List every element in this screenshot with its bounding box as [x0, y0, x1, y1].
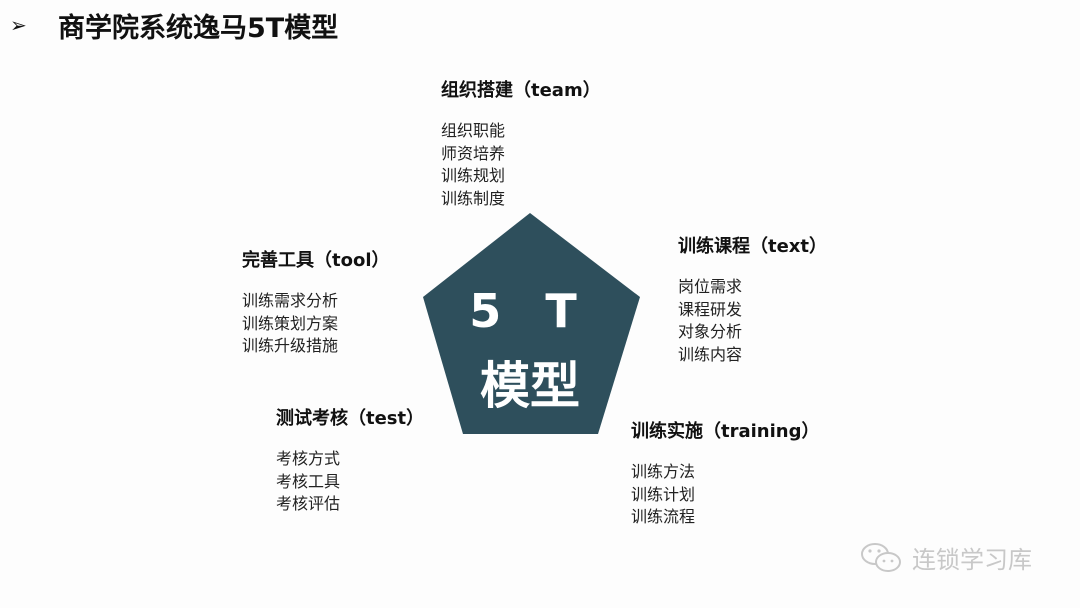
- list-item: 训练规划: [441, 166, 506, 185]
- block-training: 训练实施（training） 训练方法 训练计划 训练流程: [631, 417, 819, 529]
- block-test: 测试考核（test） 考核方式 考核工具 考核评估: [276, 404, 424, 516]
- wechat-icon: [861, 542, 901, 572]
- list-item: 训练方法: [631, 462, 696, 481]
- block-title: 完善工具（tool）: [242, 250, 390, 271]
- list-item: 考核方式: [276, 449, 341, 468]
- header: ➢ 商学院系统逸马5T模型: [10, 5, 338, 45]
- list-item: 训练制度: [441, 188, 506, 208]
- block-title: 组织搭建（team）: [441, 80, 601, 101]
- list-item: 课程研发: [678, 299, 743, 319]
- list-item: 训练流程: [631, 507, 696, 526]
- list-item: 训练升级措施: [242, 336, 339, 355]
- list-item: 考核评估: [276, 494, 341, 513]
- list-item: 组织职能: [441, 121, 506, 140]
- list-item: 训练需求分析: [242, 291, 339, 310]
- block-team: 组织搭建（team） 组织职能 师资培养 训练规划 训练制度: [441, 76, 601, 210]
- list-item: 训练内容: [678, 344, 743, 364]
- list-item: 考核工具: [276, 471, 341, 491]
- block-title: 训练课程（text）: [678, 236, 828, 257]
- watermark-text: 连锁学习库: [912, 546, 1032, 574]
- block-title: 训练实施（training）: [631, 421, 820, 442]
- page-title: 商学院系统逸马5T模型: [58, 12, 339, 44]
- block-title: 测试考核（test）: [276, 408, 425, 429]
- center-label-5t: 5 T: [469, 284, 591, 338]
- list-item: 师资培养: [441, 143, 506, 163]
- list-item: 岗位需求: [678, 277, 743, 296]
- list-item: 训练策划方案: [242, 313, 339, 333]
- list-item: 对象分析: [678, 322, 743, 341]
- list-item: 训练计划: [631, 484, 696, 504]
- watermark: 连锁学习库: [860, 540, 1032, 575]
- block-text: 训练课程（text） 岗位需求 课程研发 对象分析 训练内容: [678, 232, 827, 366]
- block-tool: 完善工具（tool） 训练需求分析 训练策划方案 训练升级措施: [242, 246, 390, 358]
- arrow-bullet-icon: ➢: [10, 13, 27, 37]
- center-label-model: 模型: [480, 357, 580, 415]
